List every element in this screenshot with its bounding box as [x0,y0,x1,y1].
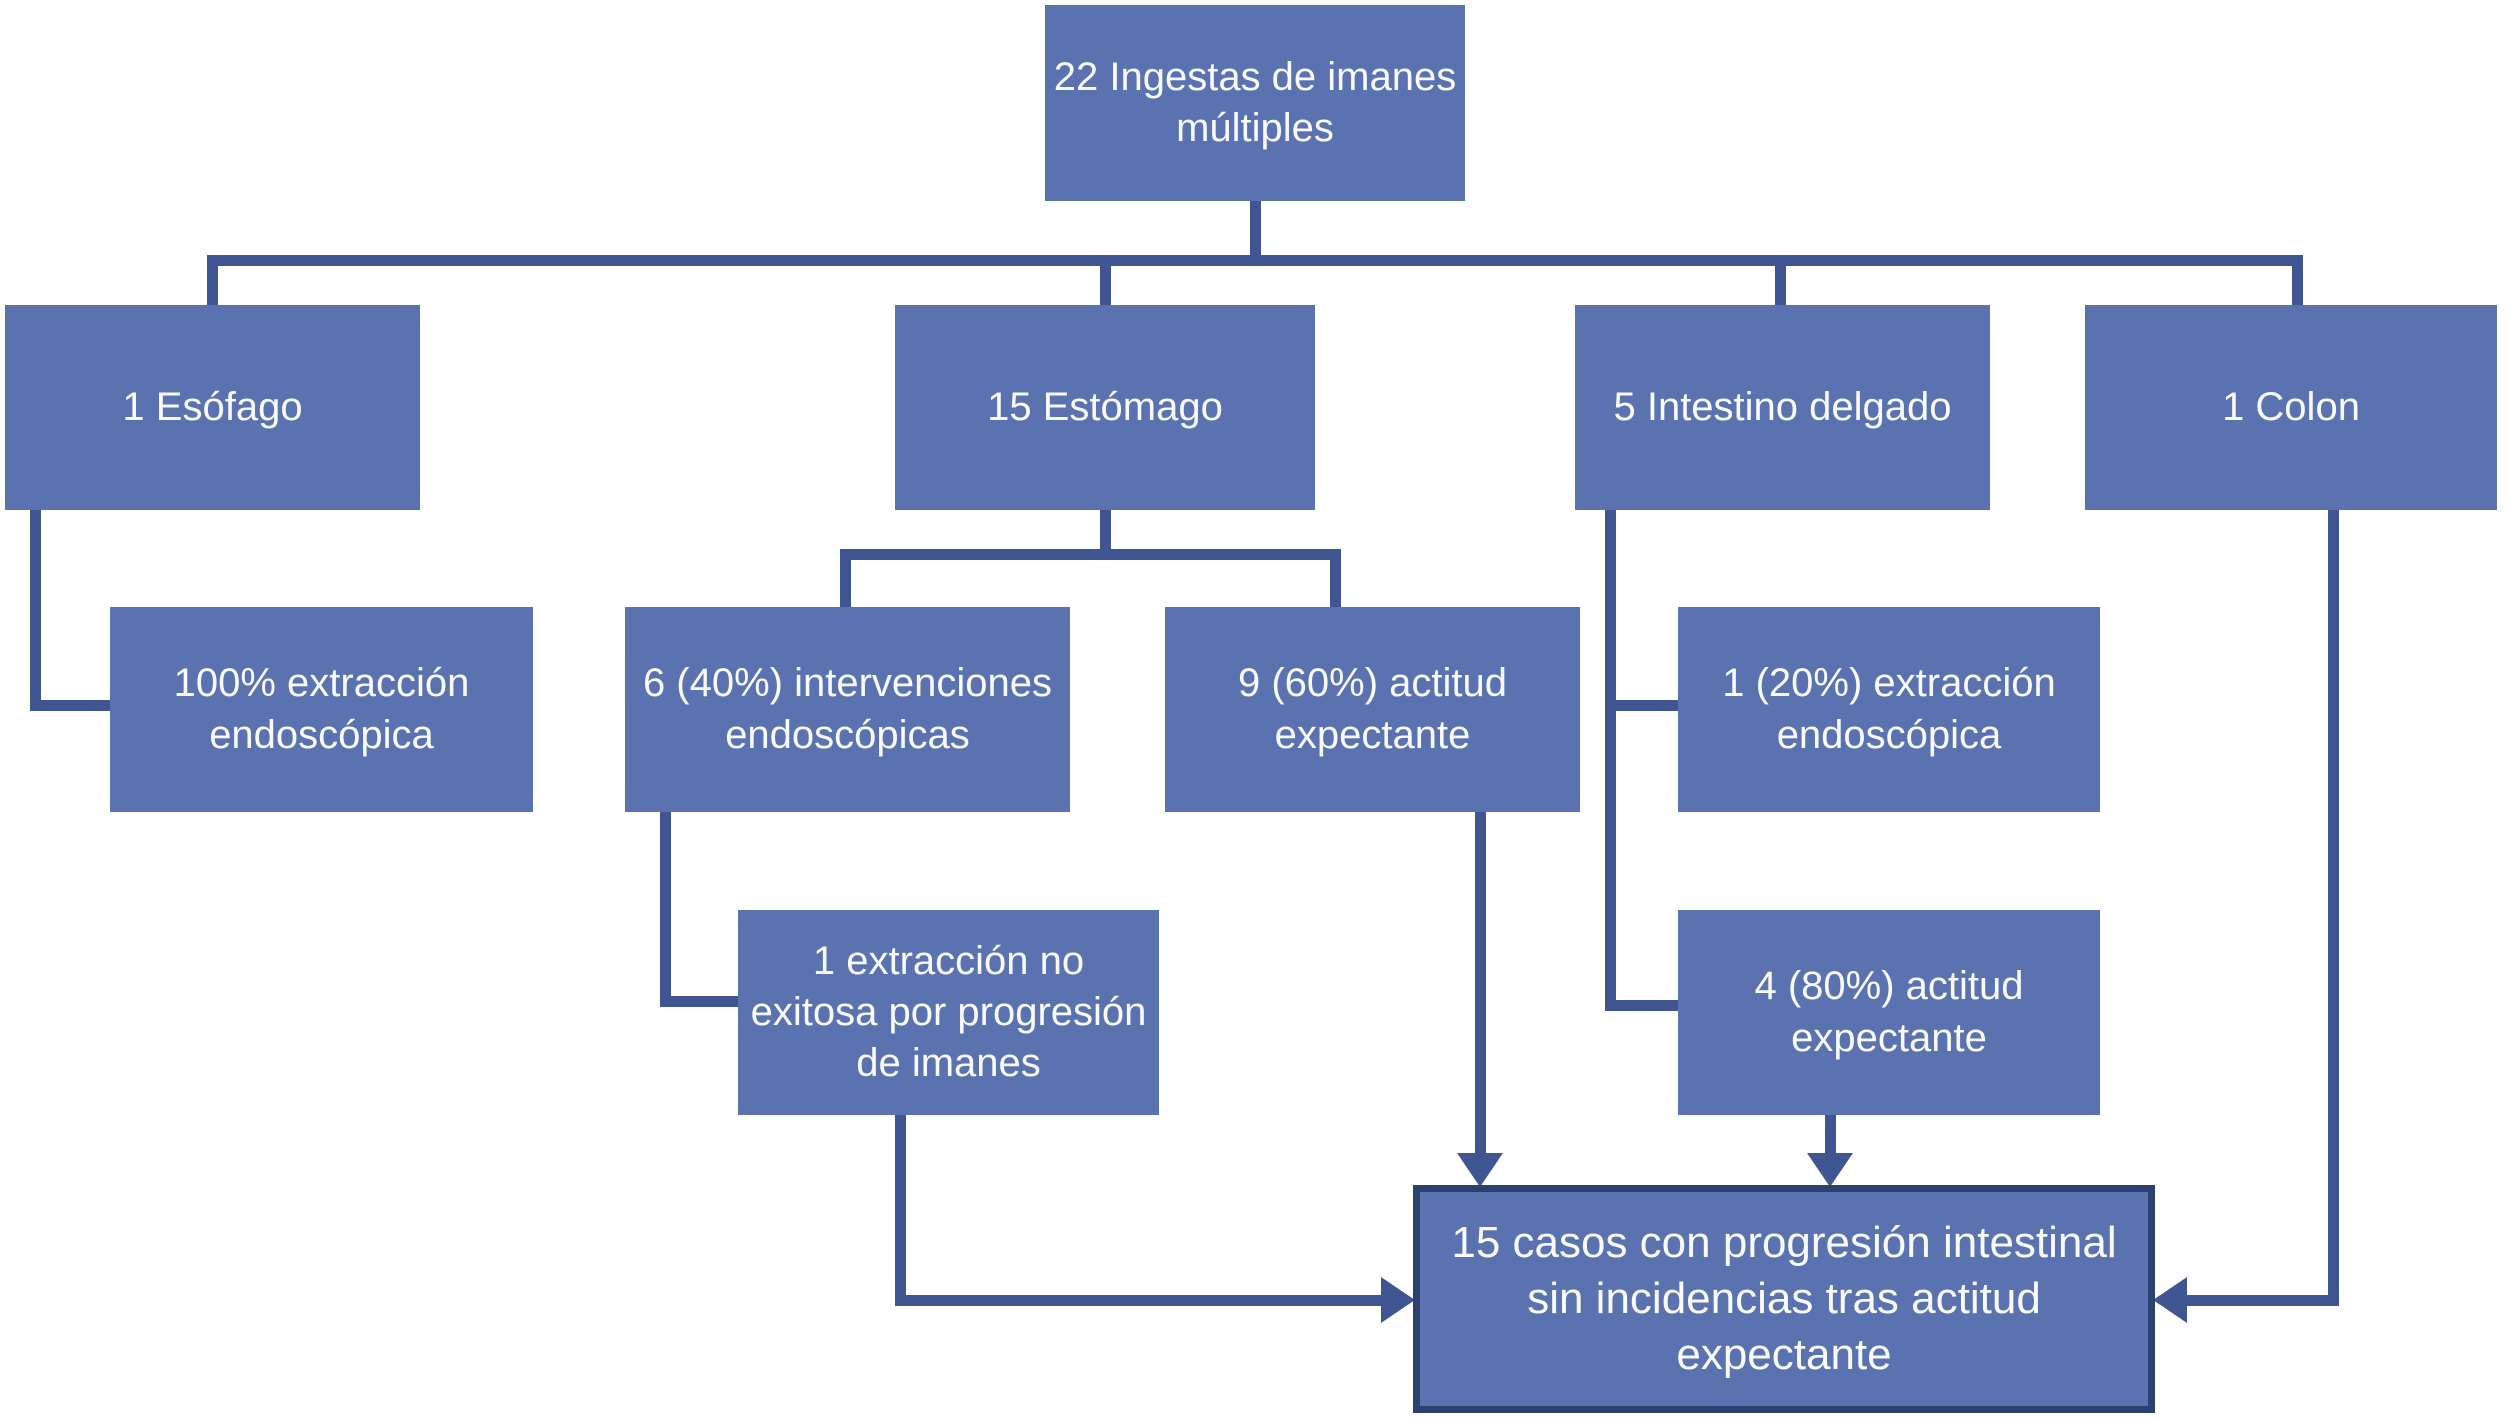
node-label: 15 Estómago [987,384,1223,429]
node-estomago: 15 Estómago [895,305,1315,510]
node-actitud-9: 9 (60%) actitud expectante [1165,607,1580,812]
connector-intestino-elbow-2 [1605,1000,1680,1011]
node-label: 1 Esófago [122,384,303,429]
connector-root-stub [1250,201,1261,261]
node-label: 9 (60%) actitud expectante [1237,661,1508,757]
connector-drop-esofago [207,255,218,306]
node-label: 1 (20%) extracción endoscópica [1722,661,2056,757]
connector-intestino-down [1605,509,1616,1011]
connector-subdrop-right [1330,549,1341,609]
node-root: 22 Ingestas de imanes múltiples [1045,5,1465,201]
node-intervenciones-6: 6 (40%) intervenciones endoscópicas [625,607,1070,812]
connector-intervenciones-elbow [660,996,740,1007]
node-esofago: 1 Esófago [5,305,420,510]
connector-drop-colon [2292,255,2303,306]
node-intestino-delgado: 5 Intestino delgado [1575,305,1990,510]
connector-esofago-down [30,509,41,711]
connector-subdrop-left [840,549,851,609]
node-final: 15 casos con progresión intestinal sin i… [1413,1185,2155,1413]
connector-colon-down [2328,509,2339,1306]
connector-actitud9-down [1475,811,1486,1155]
connector-estomago-subrail [840,549,1341,560]
connector-estomago-stub [1100,509,1111,555]
connector-intervenciones-down [660,811,671,1007]
arrowhead-down-actitud9 [1457,1153,1503,1187]
node-label: 5 Intestino delgado [1613,384,1952,429]
connector-esofago-elbow [30,700,112,711]
connector-drop-intestino [1775,255,1786,306]
node-label: 22 Ingestas de imanes múltiples [1053,54,1457,150]
connector-actitud4-down [1825,1114,1836,1155]
node-label: 4 (80%) actitud expectante [1754,964,2024,1060]
connector-drop-estomago [1100,255,1111,306]
node-label: 6 (40%) intervenciones endoscópicas [642,661,1053,757]
node-actitud-4: 4 (80%) actitud expectante [1678,910,2100,1115]
connector-colon-elbow [2183,1295,2339,1306]
node-label: 1 Colon [2222,384,2360,429]
connector-no-exitosa-down [895,1114,906,1306]
connector-intestino-elbow-1 [1605,700,1680,711]
node-label: 100% extracción endoscópica [173,661,470,757]
node-extraccion-1: 1 (20%) extracción endoscópica [1678,607,2100,812]
node-extraccion-100: 100% extracción endoscópica [110,607,533,812]
arrowhead-left-colon [2153,1277,2187,1323]
node-label: 15 casos con progresión intestinal sin i… [1451,1217,2117,1380]
node-no-exitosa: 1 extracción no exitosa por progresión d… [738,910,1159,1115]
arrowhead-right-noexitosa [1381,1277,1415,1323]
connector-top-rail [207,255,2303,266]
connector-no-exitosa-elbow [895,1295,1385,1306]
node-colon: 1 Colon [2085,305,2497,510]
node-label: 1 extracción no exitosa por progresión d… [750,938,1147,1086]
arrowhead-down-actitud4 [1807,1153,1853,1187]
